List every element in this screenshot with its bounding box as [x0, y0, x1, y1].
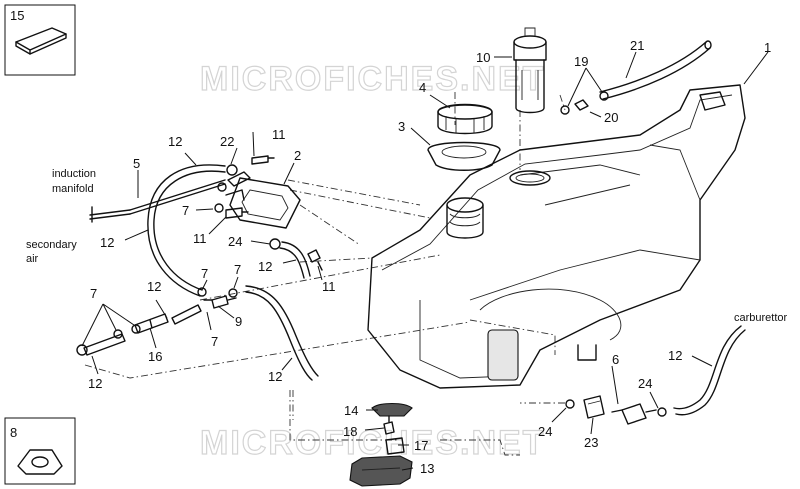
callout-16: 16	[148, 349, 162, 364]
callout-6: 6	[612, 352, 619, 367]
callout-22: 22	[220, 134, 234, 149]
check-valve-9	[203, 295, 237, 309]
fuel-level-sender	[513, 27, 547, 114]
callout-18: 18	[343, 424, 357, 439]
callout-24b: 24	[538, 424, 552, 439]
label-manifold: manifold	[52, 183, 94, 195]
callout-9: 9	[235, 314, 242, 329]
callout-12g: 12	[668, 348, 682, 363]
callout-24a: 24	[228, 234, 242, 249]
callout-12e: 12	[88, 376, 102, 391]
label-induction: induction	[52, 168, 96, 180]
vent-fitting	[560, 91, 609, 115]
callout-10: 10	[476, 50, 490, 65]
callout-5: 5	[133, 156, 140, 171]
callout-7c: 7	[201, 266, 208, 281]
inset-box-8: 8	[4, 417, 76, 485]
valve-18	[383, 415, 395, 435]
callout-17: 17	[414, 438, 428, 453]
label-air: air	[26, 253, 39, 265]
callout-12c: 12	[258, 259, 272, 274]
callout-7d: 7	[234, 262, 241, 277]
callout-7a: 7	[90, 286, 97, 301]
tank-cap	[437, 103, 493, 135]
intake-flange	[225, 171, 301, 229]
callout-20: 20	[604, 110, 618, 125]
fuel-tap-23	[583, 395, 605, 419]
callout-24c: 24	[638, 376, 652, 391]
valve-body-17	[385, 437, 405, 455]
callout-12a: 12	[168, 134, 182, 149]
label-secondary: secondary	[26, 239, 77, 251]
connector-16	[134, 313, 169, 334]
callout-13: 13	[420, 461, 434, 476]
callout-7e: 7	[211, 334, 218, 349]
callout-8: 8	[10, 425, 17, 440]
label-carburettor: carburettor	[734, 312, 788, 324]
callout-19: 19	[574, 54, 588, 69]
fuel-tank	[367, 84, 746, 389]
callout-11b: 11	[193, 231, 207, 246]
leader-lines	[81, 51, 769, 471]
callout-12d: 12	[147, 279, 161, 294]
callout-numbers: 1 2 3 4 5 6 7 7 7 7 7 9 10 11 11 11 12 1…	[88, 38, 771, 476]
watermark-bottom: MICROFICHES.NET	[200, 424, 545, 462]
inset-box-15: 15	[4, 4, 76, 76]
callout-14: 14	[344, 403, 358, 418]
guide-lines	[84, 92, 566, 456]
callout-12f: 12	[268, 369, 282, 384]
callout-11c: 11	[322, 279, 336, 294]
callout-4: 4	[419, 80, 426, 95]
vent-hose	[599, 40, 712, 100]
cap-gasket	[427, 141, 501, 171]
fuel-filter	[611, 403, 657, 425]
drain-cover-13	[349, 455, 413, 487]
callout-15: 15	[10, 8, 24, 23]
screws	[225, 155, 323, 271]
callout-2: 2	[294, 148, 301, 163]
callout-23: 23	[584, 435, 598, 450]
callout-7b: 7	[182, 203, 189, 218]
callout-3: 3	[398, 119, 405, 134]
gasket-14	[371, 402, 413, 417]
callout-12b: 12	[100, 235, 114, 250]
callout-11a: 11	[272, 127, 286, 142]
callout-1: 1	[764, 40, 771, 55]
callout-21: 21	[630, 38, 644, 53]
watermark-top: MICROFICHES.NET	[200, 60, 545, 98]
hoses	[83, 164, 746, 416]
